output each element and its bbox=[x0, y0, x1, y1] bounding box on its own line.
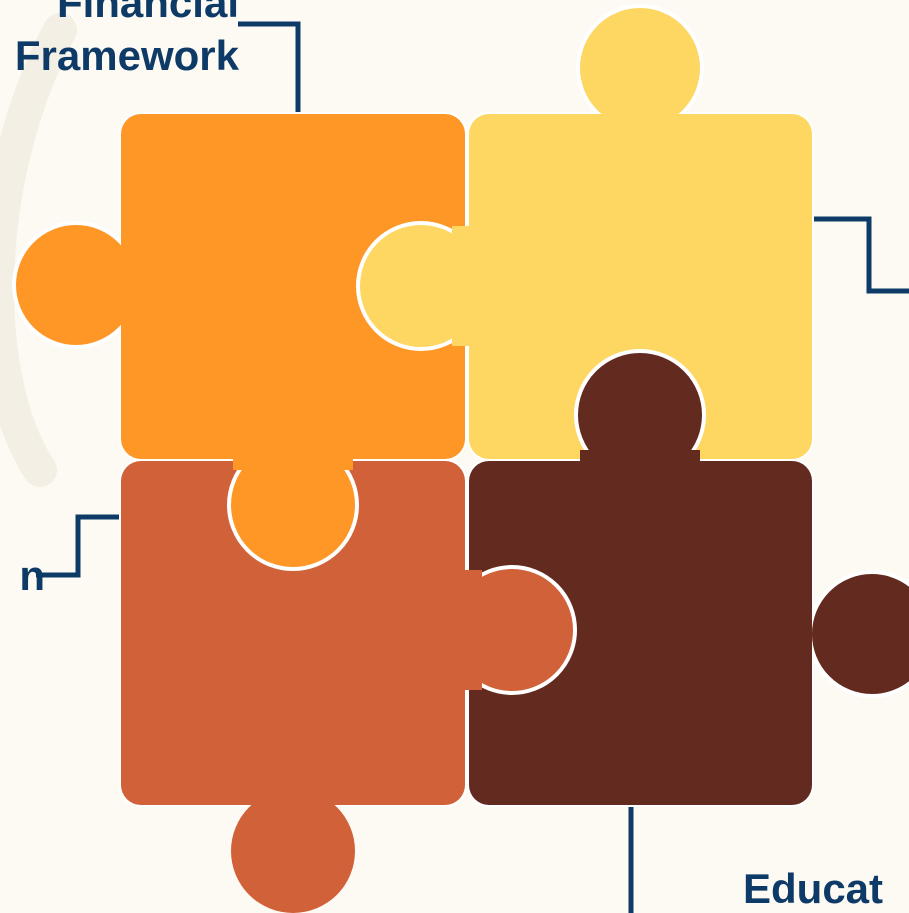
tab-top-right-left-base bbox=[452, 226, 496, 346]
puzzle-piece-top-right bbox=[467, 4, 814, 461]
label-top-left-line2: Framework bbox=[14, 32, 239, 79]
connector-right bbox=[810, 216, 909, 294]
puzzle-piece-bottom-left bbox=[119, 459, 467, 913]
tab-top-left-bottom-base bbox=[233, 430, 353, 470]
connector-top-left bbox=[238, 21, 301, 116]
background-swirl bbox=[0, 13, 77, 487]
tab-bottom-left-right-base bbox=[430, 570, 482, 690]
connector-left bbox=[36, 514, 121, 578]
puzzle-piece-bottom-right bbox=[467, 459, 909, 807]
puzzle-piece-top-left bbox=[12, 112, 467, 461]
tab-bottom-right-top-base bbox=[580, 450, 700, 490]
label-bottom-right: Educat bbox=[743, 865, 884, 912]
label-left: n bbox=[19, 552, 45, 599]
label-top-left-line1: Financial bbox=[56, 0, 239, 26]
